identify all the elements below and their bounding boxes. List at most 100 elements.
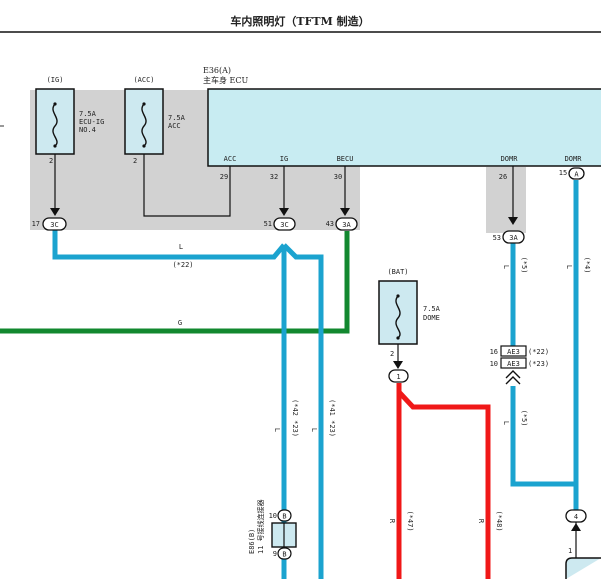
fuse-dome-dot-top — [396, 294, 400, 298]
ae3-upper-pin: 16 — [490, 348, 498, 356]
jc-53-oval — [502, 230, 525, 244]
fuse-dome-element — [395, 295, 401, 339]
arrow-becu-ecu — [340, 208, 350, 216]
label-right3-note: (*5) — [520, 410, 528, 427]
fuse-dome-box — [378, 280, 418, 345]
pin-30: 30 — [334, 173, 342, 181]
wire-blue-vertical-2 — [282, 243, 324, 579]
jc-43-code: 3A — [342, 221, 351, 229]
label-right2-note: (*4) — [583, 257, 591, 274]
ae3-lower-note: (*23) — [528, 360, 549, 368]
jc-53-code: 3A — [509, 234, 518, 242]
fuse-acc-source: (ACC) — [133, 76, 154, 84]
fuse-acc-name: ACC — [168, 122, 181, 130]
label-v1-note: (*42 *23) — [291, 399, 299, 437]
ae3-lower-code: AE3 — [507, 360, 520, 368]
wire-blue-top — [52, 230, 286, 260]
label-v2-l: L — [310, 428, 318, 432]
fuse-ig-dot-bottom — [53, 144, 57, 148]
jc-51-code: 3C — [280, 221, 288, 229]
e86-bottom-pin: 9 — [273, 550, 277, 558]
right-node-lower-pin: 1 — [568, 547, 572, 555]
dome-out-oval — [388, 369, 409, 383]
pin-32: 32 — [270, 173, 278, 181]
label-red1-note: (*47) — [406, 510, 414, 531]
wire-red-dome-2 — [397, 390, 491, 579]
label-right1-l: L — [502, 265, 510, 269]
arrow-ig-fuse — [50, 208, 60, 216]
label-right2-l: L — [565, 265, 573, 269]
label-v2-note: (*41 *23) — [328, 399, 336, 437]
jc-43-pin: 43 — [326, 220, 334, 228]
ae3-lower-box — [500, 357, 527, 369]
e86-top-oval — [277, 509, 292, 522]
fuse-acc-dot-bottom — [142, 144, 146, 148]
arrow-ig-ecu — [279, 208, 289, 216]
jc-17-code: 3C — [50, 221, 58, 229]
e86-top-code: B — [282, 513, 286, 521]
right-component-box — [565, 557, 601, 579]
ecu-name: 主车身 ECU — [203, 75, 249, 85]
dome-out-pin: 1 — [396, 373, 400, 381]
fuse-acc-rating: 7.5A — [168, 114, 186, 122]
arrow-dome-fuse — [393, 361, 403, 369]
jc-17-oval — [42, 217, 67, 231]
label-green: G — [178, 319, 182, 327]
fuse-ig-dot-top — [53, 102, 57, 106]
jc-51-pin: 51 — [264, 220, 272, 228]
ecu-body — [208, 89, 601, 166]
ecu-code: E36(A) — [203, 66, 231, 75]
ecu-pin15-code: A — [574, 171, 579, 179]
ecu-outline — [207, 88, 601, 167]
fuse-ig-box — [35, 88, 75, 155]
fuse-ig-pin: 2 — [49, 157, 53, 165]
ecu-pin15-oval — [568, 167, 585, 180]
wire-blue-domr-lower — [510, 386, 579, 510]
fuse-acc-element — [141, 103, 147, 147]
arrow-right-node — [571, 523, 581, 531]
page-title: 车内照明灯（TFTM 制造） — [230, 14, 369, 28]
jc-17-pin: 17 — [32, 220, 40, 228]
label-red2-r: R — [477, 519, 485, 524]
ae3-chevron-icon — [505, 370, 521, 385]
fuse-ig-rating: 7.5A — [79, 110, 97, 118]
ae3-upper-code: AE3 — [507, 348, 520, 356]
wire-acc-to-ecu — [143, 154, 231, 217]
jc-53-pin: 53 — [493, 234, 501, 242]
terminal-label-ig: IG — [280, 155, 288, 163]
terminal-label-acc: ACC — [224, 155, 237, 163]
fuse-ig-source: (IG) — [47, 76, 64, 84]
e86-code: E86(B) — [248, 529, 256, 554]
junction-block-right — [486, 167, 526, 233]
label-red2-note: (*48) — [495, 510, 503, 531]
e86-name: 11 号接线连接器 — [256, 499, 265, 554]
ae3-lower-pin: 10 — [490, 360, 498, 368]
fuse-ig-name1: ECU-IG — [79, 118, 104, 126]
ae3-upper-box — [500, 345, 527, 357]
label-top-l: L — [179, 243, 183, 251]
fuse-dome-source: (BAT) — [387, 268, 408, 276]
right-node-pin: 4 — [574, 513, 578, 521]
label-top-note: (*22) — [172, 261, 193, 269]
fuse-ig-name2: NO.4 — [79, 126, 96, 134]
ae3-upper-note: (*22) — [528, 348, 549, 356]
jc-51-oval — [273, 217, 296, 231]
fuse-acc-pin: 2 — [133, 157, 137, 165]
fuse-ig-element — [52, 103, 58, 147]
label-v1-l: L — [273, 428, 281, 432]
fuse-dome-name: DOME — [423, 314, 440, 322]
label-red1-r: R — [388, 519, 396, 524]
fuse-dome-dot-bottom — [396, 336, 400, 340]
e86-top-pin: 10 — [269, 512, 277, 520]
e86-bottom-code: B — [282, 551, 286, 559]
jc-43-oval — [335, 217, 358, 231]
arrow-domr-ecu — [508, 217, 518, 225]
fuse-dome-rating: 7.5A — [423, 305, 441, 313]
fuse-dome-pin: 2 — [390, 350, 394, 358]
terminal-label-domr-2: DOMR — [565, 155, 583, 163]
fuse-acc-box — [124, 88, 164, 155]
fuse-acc-dot-top — [142, 102, 146, 106]
pin-26: 26 — [499, 173, 507, 181]
pin-29: 29 — [220, 173, 228, 181]
